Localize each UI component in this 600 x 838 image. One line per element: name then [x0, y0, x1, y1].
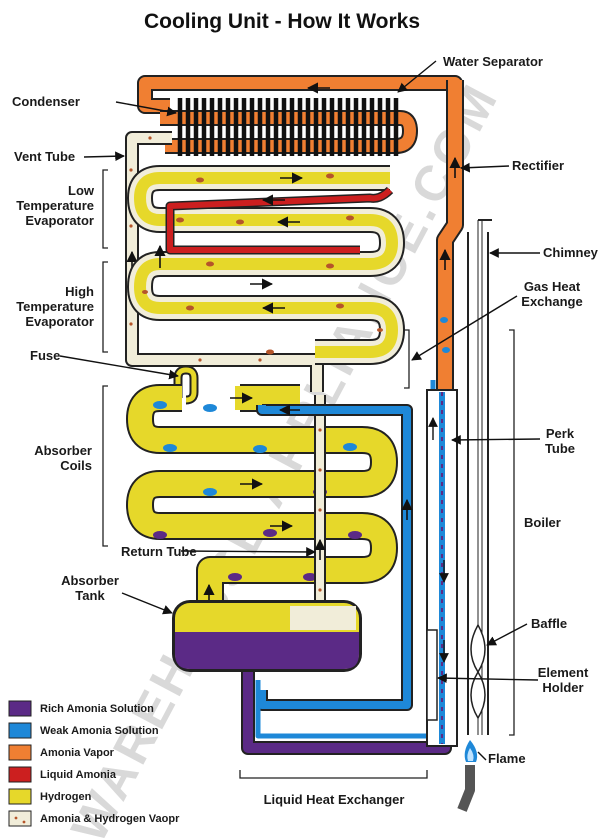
- return-tube: [314, 395, 326, 605]
- evaporator-coil: [127, 165, 405, 365]
- label-return-tube: Return Tube: [121, 544, 197, 559]
- diagram-title: Cooling Unit - How It Works: [144, 10, 420, 33]
- legend-label-liquid: Liquid Amonia: [40, 769, 117, 781]
- label-water-separator: Water Separator: [443, 54, 543, 69]
- label-absorber-tank-1: Absorber: [61, 573, 119, 588]
- label-gas-heat-1: Gas Heat: [524, 279, 581, 294]
- fuse-loop: [173, 365, 199, 405]
- label-high-temp-3: Evaporator: [25, 314, 94, 329]
- evaporator-arrows: [154, 172, 304, 314]
- label-fuse: Fuse: [30, 348, 60, 363]
- label-baffle: Baffle: [531, 616, 567, 631]
- label-gas-heat-2: Exchange: [521, 294, 582, 309]
- label-low-temp-2: Temperature: [16, 198, 94, 213]
- legend-swatch-liquid: [8, 766, 32, 783]
- label-perk-tube-1: Perk: [546, 426, 575, 441]
- label-high-temp-2: Temperature: [16, 299, 94, 314]
- legend-swatch-rich: [8, 700, 32, 717]
- vent-tube: [125, 131, 324, 392]
- legend-label-weak: Weak Amonia Solution: [40, 725, 159, 737]
- legend-swatch-mix: [8, 810, 32, 827]
- label-condenser: Condenser: [12, 94, 80, 109]
- condenser-fins: [177, 98, 399, 156]
- label-absorber-coils-1: Absorber: [34, 443, 92, 458]
- label-flame: Flame: [488, 751, 526, 766]
- baffle: [470, 623, 486, 720]
- label-element-holder-1: Element: [538, 665, 589, 680]
- brackets: [102, 169, 515, 779]
- labels: Water Separator Condenser Vent Tube Rect…: [12, 54, 599, 807]
- weak-solution-line: [256, 404, 413, 711]
- evaporator-droplets: [142, 173, 383, 355]
- pointer-lines: [59, 60, 541, 761]
- label-high-temp-1: High: [65, 284, 94, 299]
- label-low-temp-1: Low: [68, 183, 95, 198]
- absorber-tank: [172, 600, 362, 672]
- boiler-shell: [426, 389, 458, 747]
- legend-swatch-hydrogen: [8, 788, 32, 805]
- label-element-holder-2: Holder: [542, 680, 583, 695]
- liquid-amonia-tube: [165, 186, 394, 255]
- element-holder: [426, 629, 438, 721]
- label-liquid-heat-exchanger: Liquid Heat Exchanger: [264, 792, 405, 807]
- legend: Rich Amonia Solution Weak Amonia Solutio…: [8, 700, 180, 827]
- label-vent-tube: Vent Tube: [14, 149, 75, 164]
- label-low-temp-3: Evaporator: [25, 213, 94, 228]
- label-rectifier: Rectifier: [512, 158, 564, 173]
- label-perk-tube-2: Tube: [545, 441, 575, 456]
- legend-label-hydrogen: Hydrogen: [40, 791, 92, 803]
- legend-label-mix: Amonia & Hydrogen Vaopr: [40, 813, 180, 825]
- legend-swatch-vapor: [8, 744, 32, 761]
- flame-icon: [464, 740, 478, 762]
- rectifier-column: [436, 80, 464, 395]
- label-chimney: Chimney: [543, 245, 599, 260]
- legend-swatch-weak: [8, 722, 32, 739]
- burner-pipe: [457, 765, 475, 812]
- label-boiler: Boiler: [524, 515, 561, 530]
- label-absorber-coils-2: Coils: [60, 458, 92, 473]
- label-absorber-tank-2: Tank: [75, 588, 105, 603]
- legend-label-vapor: Amonia Vapor: [40, 747, 115, 759]
- legend-label-rich: Rich Amonia Solution: [40, 703, 154, 715]
